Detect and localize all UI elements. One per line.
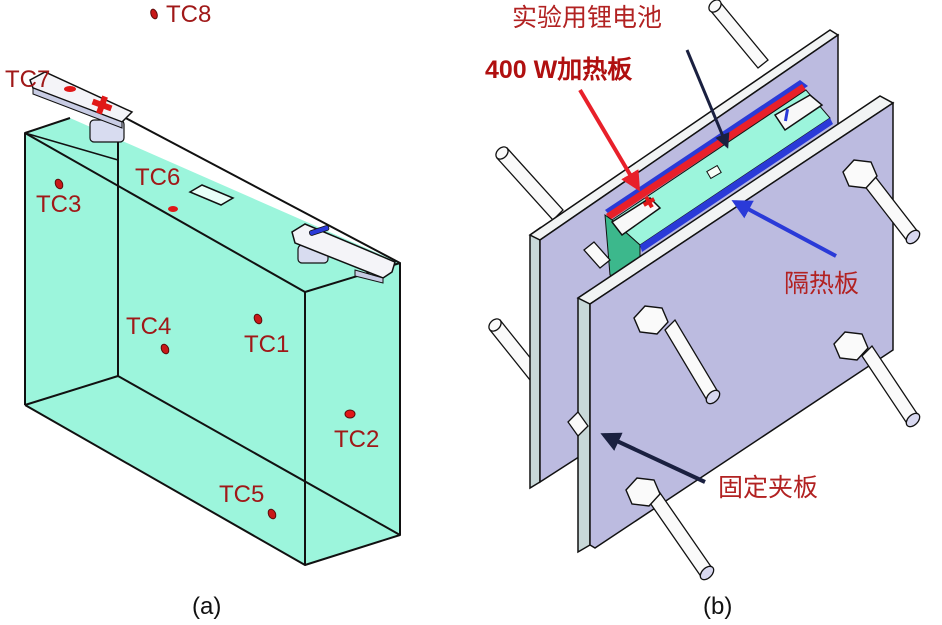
plus-icon bbox=[642, 195, 656, 209]
insulation-label: 隔热板 bbox=[784, 269, 859, 298]
panel-b: 实验用锂电池 400 W加热板 隔热板 固定夹板 (b) bbox=[485, 0, 921, 620]
tc6-label: TC6 bbox=[135, 164, 180, 191]
tc3-label: TC3 bbox=[36, 191, 81, 218]
heater-arrow bbox=[578, 88, 641, 192]
clamp-label: 固定夹板 bbox=[718, 473, 818, 502]
heater-strip bbox=[606, 84, 806, 220]
safety-vent bbox=[188, 184, 235, 206]
tc1-label: TC1 bbox=[244, 331, 289, 358]
panel-a: TC1 TC2 TC3 TC4 TC5 TC6 TC7 TC8 (a) bbox=[5, 1, 401, 620]
tc4-point bbox=[160, 343, 170, 355]
battery-vent bbox=[706, 164, 722, 180]
tc2-label: TC2 bbox=[334, 426, 379, 453]
bolt bbox=[625, 477, 715, 581]
battery-assembly bbox=[604, 80, 833, 286]
front-bolts bbox=[567, 159, 921, 581]
battery-arrow bbox=[685, 49, 730, 149]
tc8-label: TC8 bbox=[166, 1, 211, 28]
thermocouple-labels: TC1 TC2 TC3 TC4 TC5 TC6 TC7 TC8 bbox=[5, 1, 379, 508]
caption-b: (b) bbox=[703, 593, 732, 620]
battery-body bbox=[24, 114, 401, 566]
insulation-front bbox=[640, 118, 833, 252]
bolt bbox=[633, 305, 721, 405]
bolt bbox=[833, 331, 921, 428]
negative-terminal-b bbox=[773, 94, 824, 132]
heater-label: 400 W加热板 bbox=[485, 56, 632, 84]
positive-terminal-b bbox=[610, 195, 662, 237]
clamp-arrow bbox=[600, 432, 706, 484]
tc5-point bbox=[267, 508, 277, 520]
negative-terminal bbox=[291, 223, 396, 284]
battery-label: 实验用锂电池 bbox=[512, 3, 662, 32]
bolt-rod bbox=[708, 0, 769, 69]
front-clamp-plate bbox=[576, 95, 895, 554]
tc5-label: TC5 bbox=[219, 481, 264, 508]
tc1-point bbox=[253, 313, 263, 325]
bolt-rod bbox=[495, 146, 564, 221]
caption-a: (a) bbox=[192, 593, 221, 620]
minus-icon bbox=[308, 225, 330, 236]
callouts bbox=[578, 49, 837, 484]
tc6-point bbox=[168, 206, 178, 212]
tc3-point bbox=[54, 178, 64, 190]
bolt-rod bbox=[583, 241, 611, 269]
tc7-label: TC7 bbox=[5, 66, 50, 93]
plus-icon bbox=[91, 95, 113, 115]
tc8-point bbox=[150, 8, 158, 20]
bolt-rod bbox=[567, 410, 589, 438]
tc4-label: TC4 bbox=[126, 313, 171, 340]
thermocouple-points bbox=[54, 8, 356, 520]
tc2-point bbox=[344, 409, 356, 419]
insulation-arrow bbox=[731, 200, 837, 258]
positive-terminal bbox=[29, 71, 134, 143]
bolt bbox=[842, 159, 921, 245]
minus-icon bbox=[783, 108, 790, 122]
